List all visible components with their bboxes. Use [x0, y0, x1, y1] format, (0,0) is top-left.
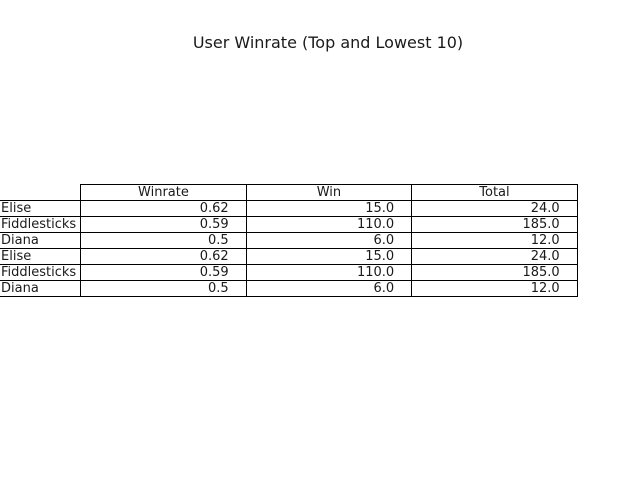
- column-header-total: Total: [411, 184, 578, 201]
- cell-winrate: 0.5: [80, 280, 247, 297]
- cell-win: 6.0: [245, 280, 413, 297]
- cell-total: 12.0: [411, 280, 578, 297]
- cell-win: 110.0: [245, 216, 413, 233]
- row-label: Elise: [0, 200, 82, 217]
- row-label: Diana: [0, 232, 82, 249]
- cell-winrate: 0.59: [80, 264, 247, 281]
- row-label: Fiddlesticks: [0, 216, 82, 233]
- row-label: Diana: [0, 280, 82, 297]
- column-header-win: Win: [245, 184, 413, 201]
- chart-title: User Winrate (Top and Lowest 10): [192, 33, 464, 52]
- cell-winrate: 0.62: [80, 200, 247, 217]
- column-header-winrate: Winrate: [80, 184, 247, 201]
- table-header-row: Winrate Win Total: [0, 184, 578, 201]
- cell-win: 15.0: [245, 200, 413, 217]
- cell-winrate: 0.59: [80, 216, 247, 233]
- cell-win: 15.0: [245, 248, 413, 265]
- row-label: Elise: [0, 248, 82, 265]
- cell-total: 24.0: [411, 200, 578, 217]
- row-label: Fiddlesticks: [0, 264, 82, 281]
- cell-total: 24.0: [411, 248, 578, 265]
- cell-total: 12.0: [411, 232, 578, 249]
- cell-total: 185.0: [411, 216, 578, 233]
- cell-total: 185.0: [411, 264, 578, 281]
- cell-win: 6.0: [245, 232, 413, 249]
- table-corner-cell: [0, 185, 81, 201]
- cell-winrate: 0.5: [80, 232, 247, 249]
- cell-winrate: 0.62: [80, 248, 247, 265]
- cell-win: 110.0: [245, 264, 413, 281]
